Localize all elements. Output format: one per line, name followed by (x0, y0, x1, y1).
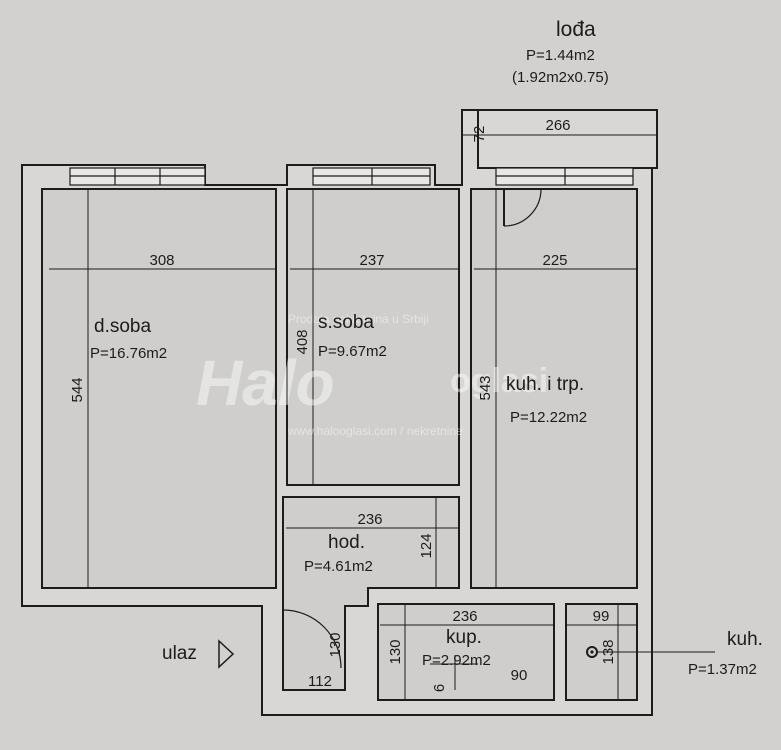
room-area-hod: P=4.61m2 (304, 558, 373, 575)
dim-kup-step: 90 (511, 667, 528, 684)
room-area-kuhtrp: P=12.22m2 (510, 409, 587, 426)
room-name-kuhtrp: kuh. i trp. (506, 374, 584, 395)
loggia-area: P=1.44m2 (526, 47, 595, 64)
dimension-lines (49, 134, 715, 700)
dim-loggia-depth: 72 (471, 126, 488, 143)
dim-entry-depth: 130 (327, 632, 344, 657)
watermark: Halo oglasi Prodaja nekretnina u Srbiji … (196, 312, 548, 438)
entrance-label: ulaz (162, 643, 197, 664)
windows (69, 167, 634, 186)
room-area-kuh: P=1.37m2 (688, 661, 757, 678)
room-name-kuh: kuh. (727, 629, 763, 650)
drain-icon-dot (590, 650, 594, 654)
room-name-ssoba: s.soba (318, 312, 374, 333)
dim-entry-width: 112 (308, 673, 332, 690)
dim-kup-depth: 130 (387, 639, 404, 664)
dim-dsoba-length: 544 (69, 377, 86, 402)
dim-kuhtrp-width: 225 (542, 252, 567, 269)
room-name-dsoba: d.soba (94, 316, 151, 337)
entrance-arrow-icon (218, 639, 235, 669)
watermark-url: www.halooglasi.com / nekretnine (287, 424, 463, 438)
room-area-kup: P=2.92m2 (422, 652, 491, 669)
dim-kup-sill: 6 (431, 684, 448, 692)
doors (282, 188, 542, 669)
dim-ssoba-width: 237 (359, 252, 384, 269)
dim-ssoba-length: 408 (294, 329, 311, 354)
room-area-dsoba: P=16.76m2 (90, 345, 167, 362)
dim-dsoba-width: 308 (149, 252, 174, 269)
dim-kuhtrp-length: 543 (477, 375, 494, 400)
drain-icon (586, 646, 598, 658)
watermark-tagline: Prodaja nekretnina u Srbiji (288, 312, 429, 326)
dim-hod-length: 124 (418, 533, 435, 558)
watermark-logo: Halo (196, 347, 335, 419)
room-name-kup: kup. (446, 627, 482, 648)
room-name-hod: hod. (328, 532, 365, 553)
watermark-logo-suffix: oglasi (450, 362, 548, 400)
dim-kuh-depth: 138 (600, 639, 617, 664)
dim-hod-width: 236 (357, 511, 382, 528)
loggia-calc: (1.92m2x0.75) (512, 69, 609, 86)
dim-kuh-width: 99 (593, 608, 610, 625)
loggia-name: lođa (556, 18, 596, 41)
dim-loggia-width: 266 (545, 117, 570, 134)
room-area-ssoba: P=9.67m2 (318, 343, 387, 360)
walls (21, 109, 658, 716)
dim-kup-width: 236 (452, 608, 477, 625)
